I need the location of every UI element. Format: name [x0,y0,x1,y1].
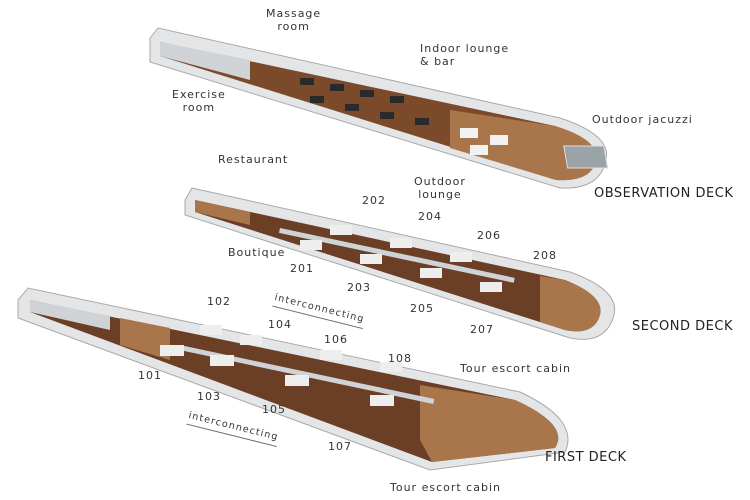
cabin-203: 203 [347,281,371,294]
label-tour-escort-first: Tour escort cabin [390,481,501,494]
second-deck-title: SECOND DECK [632,319,733,334]
cabin-202: 202 [362,194,386,207]
cabin-102: 102 [207,295,231,308]
cabin-108: 108 [388,352,412,365]
label-line: Massage [266,7,322,20]
label-line: room [277,20,310,33]
label-line: Indoor lounge [420,42,510,55]
cabin-107: 107 [328,440,352,453]
label-tour-escort-second: Tour escort cabin [460,362,571,375]
label-indoor-lounge: Indoor lounge& bar [420,42,509,68]
cabin-104: 104 [268,318,292,331]
cabin-208: 208 [533,249,557,262]
observation-deck-drawing [149,27,609,189]
label-boutique: Boutique [228,246,286,259]
cabin-206: 206 [477,229,501,242]
cabin-106: 106 [324,333,348,346]
first-deck-drawing [17,287,569,471]
label-restaurant: Restaurant [218,153,289,166]
label-line: & bar [420,55,456,68]
cabin-204: 204 [418,210,442,223]
label-outdoor-jacuzzi: Outdoor jacuzzi [592,113,693,126]
label-line: room [182,101,216,114]
cabin-103: 103 [197,390,221,403]
cabin-201: 201 [290,262,314,275]
label-line: lounge [418,188,462,201]
label-line: Outdoor [414,175,466,188]
label-line: Exercise [172,88,226,101]
cabin-105: 105 [262,403,286,416]
observation-deck-title: OBSERVATION DECK [594,186,734,201]
second-deck-drawing [184,187,616,340]
cabin-207: 207 [470,323,494,336]
first-deck-title: FIRST DECK [545,450,627,465]
cabin-101: 101 [138,369,162,382]
cabin-205: 205 [410,302,434,315]
